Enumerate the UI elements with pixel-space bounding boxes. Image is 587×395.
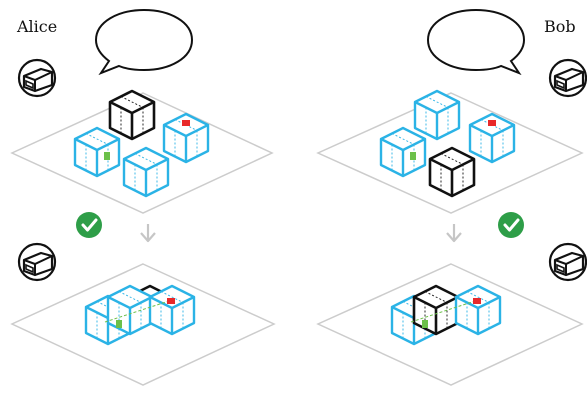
- red-marker: [167, 298, 175, 304]
- checkmark-icon: [74, 210, 104, 240]
- green-marker: [422, 320, 428, 328]
- vr-headset-icon: [548, 58, 587, 98]
- black-cube: [108, 89, 156, 141]
- blue-cube: [379, 126, 427, 178]
- vr-headset-icon: [548, 242, 587, 282]
- red-marker: [182, 120, 190, 126]
- checkmark-icon: [496, 210, 526, 240]
- alice-label: Alice: [17, 17, 58, 36]
- speech-bubble-icon: [94, 8, 194, 76]
- green-marker: [410, 152, 416, 160]
- blue-cube: [148, 284, 196, 336]
- vr-headset-icon: [17, 58, 57, 98]
- down-arrow-icon: [445, 222, 463, 243]
- alice-platform-top: [10, 92, 274, 214]
- blue-cube: [413, 89, 461, 141]
- bob-platform-top: [316, 92, 584, 214]
- blue-cube: [122, 146, 170, 198]
- black-cube: [428, 146, 476, 198]
- down-arrow-icon: [139, 222, 157, 243]
- alice-platform-bottom: [10, 263, 276, 386]
- blue-cube: [106, 284, 154, 336]
- green-marker: [116, 320, 122, 328]
- speech-bubble-icon: [426, 8, 526, 76]
- green-marker: [104, 152, 110, 160]
- vr-headset-icon: [17, 242, 57, 282]
- black-cube: [412, 284, 460, 336]
- bob-platform-bottom: [316, 263, 584, 386]
- red-marker: [473, 298, 481, 304]
- red-marker: [488, 120, 496, 126]
- blue-cube: [73, 126, 121, 178]
- blue-cube: [454, 284, 502, 336]
- bob-label: Bob: [544, 17, 576, 36]
